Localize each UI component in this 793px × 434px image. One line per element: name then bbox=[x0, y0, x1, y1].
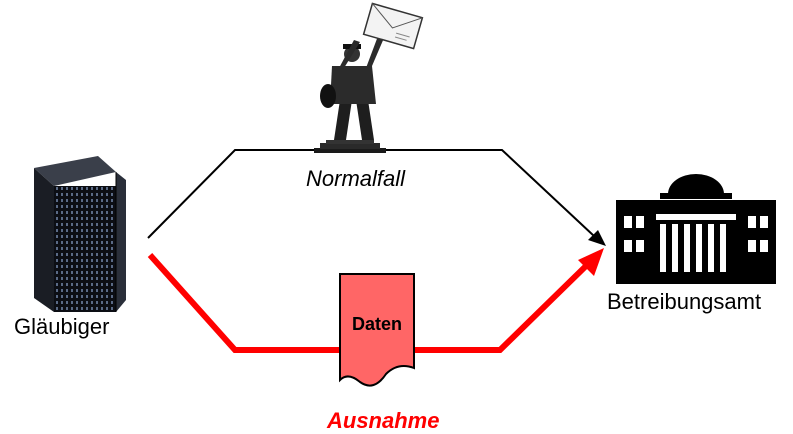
mail-carrier-statue-icon bbox=[314, 2, 424, 153]
normal-path bbox=[147, 149, 606, 246]
data-document-icon: Daten bbox=[339, 273, 415, 387]
document-label: Daten bbox=[352, 314, 402, 334]
creditor-label: Gläubiger bbox=[14, 314, 110, 339]
office-tower-icon bbox=[34, 156, 126, 312]
office-label: Betreibungsamt bbox=[607, 289, 762, 314]
government-building-icon bbox=[616, 174, 776, 284]
normal-case-label: Normalfall bbox=[306, 166, 406, 191]
exception-label: Ausnahme bbox=[327, 408, 440, 433]
